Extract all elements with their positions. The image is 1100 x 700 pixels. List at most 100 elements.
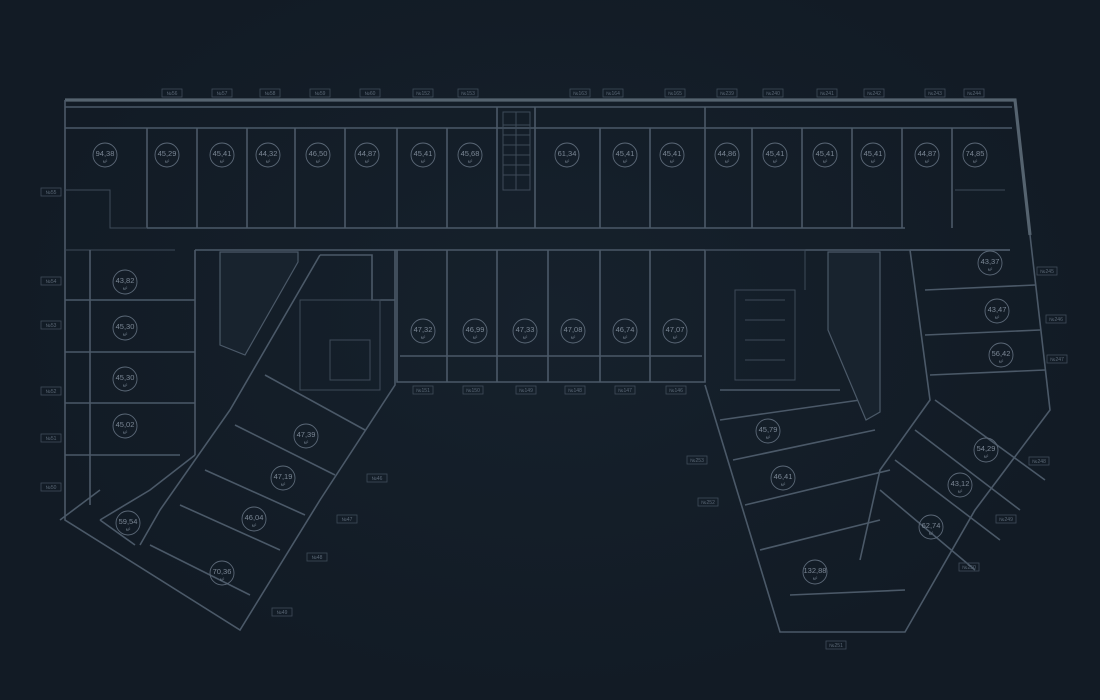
label-box [716,88,738,98]
unit-number-label[interactable]: №250 [958,562,980,572]
unit-number-label[interactable]: №51 [40,433,62,443]
unit-number: №243 [928,91,942,97]
unit-number-label[interactable]: №246 [1045,314,1067,324]
unit-number-label[interactable]: №164 [602,88,624,98]
unit-area: 44,87 [918,149,937,158]
unit-area-unit: м² [973,159,978,164]
unit-number-label[interactable]: №60 [359,88,381,98]
unit-number-label[interactable]: №249 [995,514,1017,524]
unit-number-label[interactable]: №245 [1036,266,1058,276]
unit-number-label[interactable]: №52 [40,386,62,396]
unit-number-label[interactable]: №152 [412,88,434,98]
unit-number-label[interactable]: №58 [259,88,281,98]
unit-number-label[interactable]: №251 [825,640,847,650]
unit-number-label[interactable]: №47 [336,514,358,524]
unit-area: 45,41 [213,149,232,158]
unit-number-label[interactable]: №239 [716,88,738,98]
unit-number-label[interactable]: №151 [412,385,434,395]
unit-number-label[interactable]: №48 [306,552,328,562]
unit-area-circle [984,298,1010,324]
label-box [161,88,183,98]
unit-number-label[interactable]: №163 [569,88,591,98]
unit-area-circle [209,560,235,586]
unit-number: №50 [46,485,57,491]
unit-number-label[interactable]: №253 [686,455,708,465]
unit-number: №164 [606,91,620,97]
unit-number-label[interactable]: №57 [211,88,233,98]
label-box [515,385,537,395]
unit-number-label[interactable]: №59 [309,88,331,98]
unit-number-label[interactable]: №54 [40,276,62,286]
unit-number-label[interactable]: №153 [457,88,479,98]
unit-number-label[interactable]: №247 [1046,354,1068,364]
unit-number-label[interactable]: №146 [665,385,687,395]
unit-number-label[interactable]: №165 [664,88,686,98]
unit-number-label[interactable]: №53 [40,320,62,330]
unit-number-label[interactable]: №240 [762,88,784,98]
unit-number-label[interactable]: №49 [271,607,293,617]
unit-number-label[interactable]: №50 [40,482,62,492]
unit-number-label[interactable]: №46 [366,473,388,483]
label-box [1046,354,1068,364]
label-box [211,88,233,98]
unit-number-label[interactable]: №241 [816,88,838,98]
unit-number-label[interactable]: №55 [40,187,62,197]
label-box [40,482,62,492]
unit-number-label[interactable]: №252 [697,497,719,507]
label-box [366,473,388,483]
unit-number-label[interactable]: №248 [1028,456,1050,466]
unit-number-label[interactable]: №242 [863,88,885,98]
unit-number-label[interactable]: №150 [462,385,484,395]
unit-number-label[interactable]: №56 [161,88,183,98]
unit-number-label[interactable]: №148 [564,385,586,395]
unit-number-label[interactable]: №147 [614,385,636,395]
unit-number-label[interactable]: №244 [963,88,985,98]
unit-number-label[interactable]: №243 [924,88,946,98]
unit-area-unit: м² [473,335,478,340]
unit-area: 70,36 [213,567,232,576]
unit-number-label[interactable]: №149 [515,385,537,395]
